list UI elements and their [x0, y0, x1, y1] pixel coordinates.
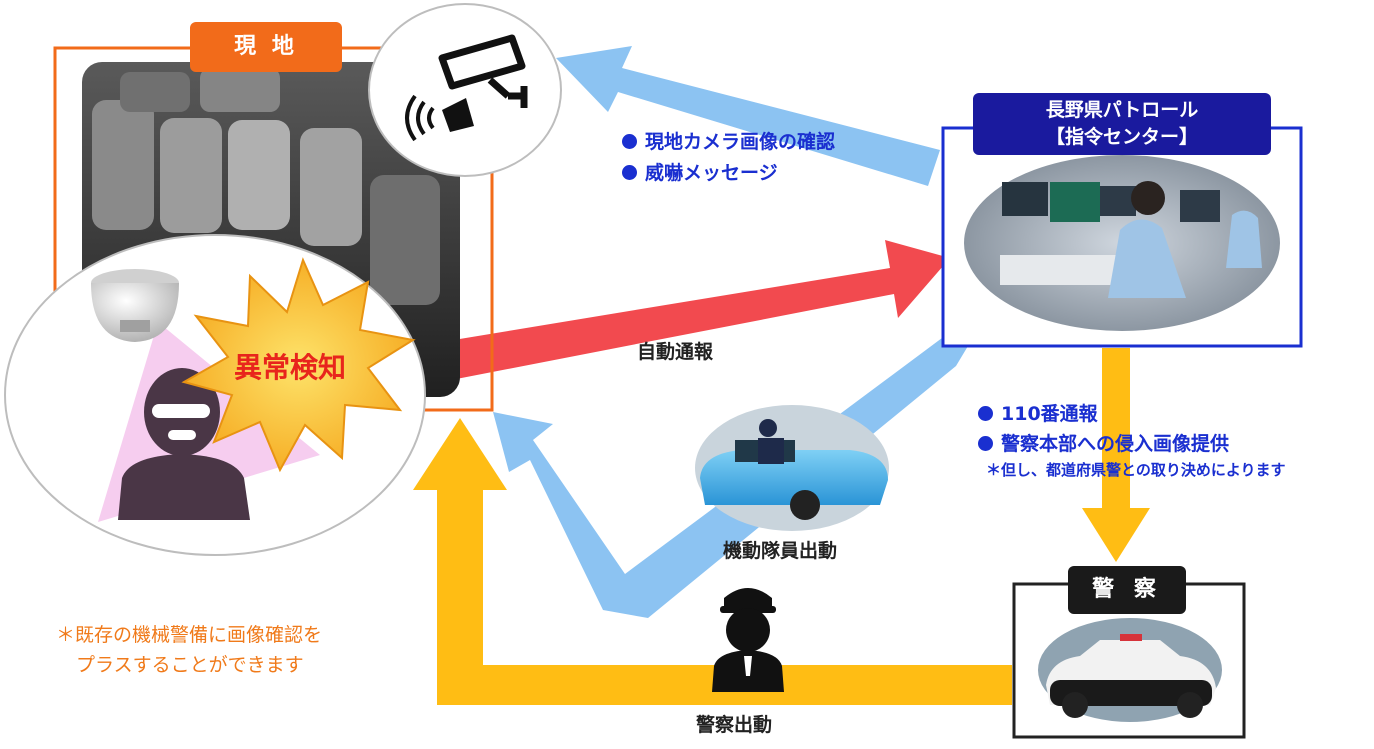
camera-action-item: 威嚇メッセージ [622, 158, 778, 185]
bullet-icon [622, 165, 637, 180]
bullet-icon [622, 134, 637, 149]
camera-action-item: 現地カメラ画像の確認 [622, 127, 835, 154]
security-camera-icon [369, 4, 561, 176]
police-tag: 警 察 [1068, 568, 1186, 612]
site-tag: 現 地 [190, 22, 342, 72]
auto-report-arrow [405, 240, 950, 388]
police-note: ＊但し、都道府県警との取り決めによります [986, 459, 1286, 480]
anomaly-label: 異常検知 [234, 346, 346, 386]
command-center-photo [964, 155, 1280, 331]
footnote-line1: ＊既存の機械警備に画像確認を [56, 620, 322, 650]
police-dispatch-label: 警察出動 [696, 710, 772, 737]
bullet-icon [978, 406, 993, 421]
police-action-item: 警察本部への侵入画像提供 [978, 429, 1229, 456]
footnote-line2: プラスすることができます [56, 650, 322, 680]
police-car-photo [1038, 618, 1222, 722]
command-center-title-line1: 長野県パトロール [973, 97, 1271, 124]
police-officer-icon [712, 588, 784, 692]
command-center-title-line2: 【指令センター】 [973, 124, 1271, 151]
bullet-icon [978, 436, 993, 451]
patrol-dispatch-label: 機動隊員出動 [723, 536, 837, 563]
police-action-item: 110番通報 [978, 399, 1098, 426]
footnote: ＊既存の機械警備に画像確認を プラスすることができます [56, 620, 322, 680]
command-center-title: 長野県パトロール 【指令センター】 [973, 97, 1271, 151]
patrol-car-photo [695, 405, 889, 531]
auto-report-label: 自動通報 [637, 337, 713, 364]
